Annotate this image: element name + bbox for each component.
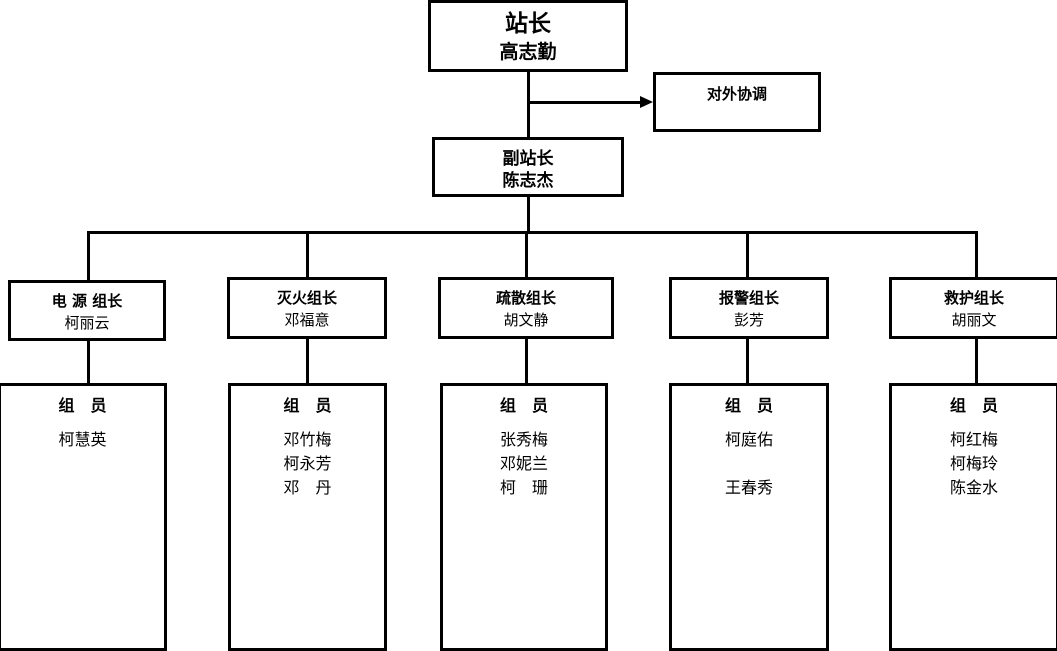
member-box-2: 组 员 邓竹梅 柯永芳 邓 丹 — [228, 383, 387, 651]
arrow-head-icon — [640, 96, 653, 108]
group-title: 报警组长 — [718, 289, 779, 307]
horizontal-bus — [87, 231, 978, 234]
drop-line-2 — [306, 231, 309, 282]
drop-line-1 — [87, 231, 90, 282]
member-name: 柯庭佑 — [724, 430, 773, 449]
group-leader-name: 柯丽云 — [64, 314, 110, 332]
group-leader-box-1: 电 源 组长 柯丽云 — [8, 280, 166, 341]
group-leader-name: 胡丽文 — [951, 311, 997, 329]
group-leader-name: 彭芳 — [733, 311, 764, 329]
members-label: 组 员 — [724, 396, 773, 415]
director-box: 站长 高志勤 — [428, 0, 628, 72]
group-leader-box-5: 救护组长 胡丽文 — [889, 277, 1057, 339]
connector-director-deputy — [527, 70, 530, 140]
member-box-3: 组 员 张秀梅 邓妮兰 柯 珊 — [440, 383, 608, 651]
connector-deputy-bus — [527, 195, 530, 233]
group-leader-box-2: 灭火组长 邓福意 — [227, 277, 387, 339]
member-name: 邓竹梅 — [283, 430, 332, 449]
member-name — [672, 452, 826, 476]
group-leader-box-4: 报警组长 彭芳 — [669, 277, 829, 339]
group-title: 疏散组长 — [495, 289, 556, 307]
members-label: 组 员 — [949, 396, 998, 415]
member-name: 张秀梅 — [499, 430, 548, 449]
member-name: 柯红梅 — [949, 430, 998, 449]
external-label: 对外协调 — [706, 85, 767, 103]
members-label: 组 员 — [283, 396, 332, 415]
member-box-5: 组 员 柯红梅 柯梅玲 陈金水 — [889, 383, 1057, 651]
member-name: 王春秀 — [724, 478, 773, 497]
member-name: 陈金水 — [949, 478, 998, 497]
drop-line-4 — [746, 231, 749, 282]
members-label: 组 员 — [499, 396, 548, 415]
drop-line-5 — [975, 231, 978, 282]
member-name: 邓 丹 — [283, 478, 332, 497]
members-label: 组 员 — [58, 396, 107, 415]
member-name: 柯永芳 — [283, 454, 332, 473]
member-name: 柯慧英 — [58, 430, 107, 449]
group-title: 电 源 组长 — [51, 292, 123, 310]
member-box-4: 组 员 柯庭佑 王春秀 — [669, 383, 829, 651]
deputy-title: 副站长 — [502, 149, 554, 169]
connector-to-external — [530, 101, 640, 104]
director-title: 站长 — [505, 11, 551, 37]
member-box-1: 组 员 柯慧英 — [0, 383, 167, 651]
member-name: 柯梅玲 — [949, 454, 998, 473]
external-box: 对外协调 — [653, 72, 821, 132]
member-name: 邓妮兰 — [499, 454, 548, 473]
leader-member-line-1 — [87, 339, 90, 386]
drop-line-3 — [525, 231, 528, 282]
leader-member-line-5 — [975, 337, 978, 386]
group-leader-name: 邓福意 — [284, 311, 330, 329]
leader-member-line-3 — [525, 337, 528, 386]
deputy-name: 陈志杰 — [502, 171, 554, 191]
leader-member-line-2 — [306, 337, 309, 386]
leader-member-line-4 — [746, 337, 749, 386]
group-leader-box-3: 疏散组长 胡文静 — [438, 277, 614, 339]
deputy-box: 副站长 陈志杰 — [432, 137, 624, 197]
group-leader-name: 胡文静 — [503, 311, 549, 329]
group-title: 灭火组长 — [276, 289, 337, 307]
group-title: 救护组长 — [943, 289, 1004, 307]
director-name: 高志勤 — [499, 41, 557, 63]
member-name: 柯 珊 — [499, 478, 548, 497]
